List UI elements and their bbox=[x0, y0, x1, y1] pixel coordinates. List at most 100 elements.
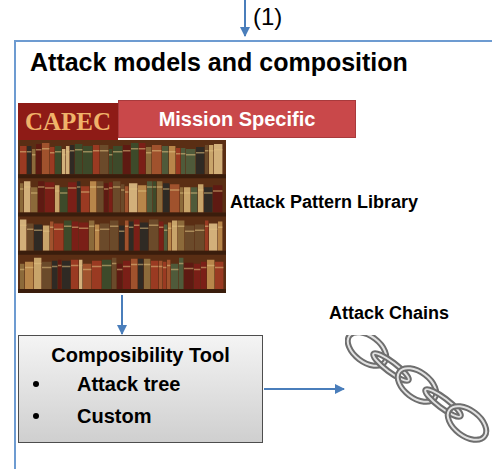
bullet-dot bbox=[33, 381, 39, 387]
book-band bbox=[146, 152, 151, 154]
book-band bbox=[50, 227, 53, 229]
book-spine bbox=[34, 258, 41, 289]
book-spine bbox=[205, 145, 208, 174]
book-band bbox=[209, 150, 213, 152]
book-band bbox=[68, 187, 76, 189]
book-band bbox=[178, 226, 184, 228]
book-spine bbox=[172, 221, 177, 251]
library-label: Attack Pattern Library bbox=[230, 192, 418, 213]
book-spine bbox=[20, 220, 26, 251]
book-band bbox=[58, 265, 61, 267]
book-spine bbox=[52, 261, 57, 289]
bullet-text: Custom bbox=[77, 405, 151, 428]
book-spine bbox=[20, 264, 24, 289]
book-band bbox=[90, 186, 96, 188]
book-band bbox=[109, 154, 112, 156]
book-band bbox=[138, 264, 143, 266]
book-spine bbox=[152, 145, 161, 174]
book-band bbox=[185, 231, 194, 233]
book-band bbox=[134, 225, 139, 227]
book-band bbox=[191, 192, 197, 194]
book-band bbox=[131, 264, 137, 266]
book-spine bbox=[79, 223, 88, 251]
book-band bbox=[97, 186, 103, 188]
book-spine bbox=[170, 184, 179, 212]
book-band bbox=[42, 148, 49, 150]
connector-arrow bbox=[264, 388, 344, 390]
book-spine bbox=[83, 146, 92, 174]
book-spine bbox=[42, 262, 51, 289]
book-spine bbox=[27, 146, 31, 174]
book-band bbox=[62, 154, 65, 156]
book-spine bbox=[92, 261, 101, 289]
book-spine bbox=[68, 182, 76, 212]
connector-arrow bbox=[121, 295, 123, 334]
book-spine bbox=[201, 262, 206, 289]
book-spine bbox=[131, 259, 137, 289]
book-band bbox=[169, 151, 175, 153]
book-band bbox=[159, 227, 163, 229]
container-node: Attack models and compositionCAPECMissio… bbox=[14, 40, 492, 469]
book-band bbox=[104, 188, 108, 190]
book-spine bbox=[167, 260, 170, 289]
book-spine bbox=[157, 181, 162, 212]
book-band bbox=[147, 186, 152, 188]
book-band bbox=[117, 269, 122, 271]
book-band bbox=[20, 269, 24, 271]
book-spine bbox=[43, 226, 49, 251]
book-spine bbox=[140, 223, 148, 251]
book-spine bbox=[209, 224, 217, 251]
chains-label: Attack Chains bbox=[329, 303, 449, 324]
panel-title: Attack models and composition bbox=[30, 48, 408, 77]
book-spine bbox=[181, 148, 185, 174]
book-band bbox=[157, 186, 162, 188]
book-spine bbox=[117, 264, 122, 289]
book-band bbox=[159, 266, 162, 268]
book-band bbox=[66, 151, 69, 153]
book-band bbox=[205, 150, 208, 152]
book-band bbox=[92, 266, 101, 268]
book-spine bbox=[162, 146, 168, 174]
book-band bbox=[205, 226, 208, 228]
book-band bbox=[77, 186, 80, 188]
book-band bbox=[149, 225, 158, 227]
book-band bbox=[194, 269, 200, 271]
book-spine bbox=[207, 260, 214, 289]
book-spine bbox=[121, 184, 124, 212]
book-band bbox=[123, 266, 130, 268]
book-band bbox=[121, 189, 124, 191]
book-band bbox=[45, 187, 54, 189]
book-band bbox=[184, 192, 190, 194]
tool-heading: Composibility Tool bbox=[29, 342, 252, 368]
book-spine bbox=[204, 187, 212, 212]
book-band bbox=[215, 267, 223, 269]
bullet-row: Attack tree bbox=[29, 368, 252, 400]
book-spine bbox=[50, 147, 54, 174]
bookshelf-picture bbox=[18, 140, 226, 293]
book-band bbox=[70, 150, 74, 152]
book-band bbox=[213, 190, 222, 192]
book-band bbox=[79, 265, 82, 267]
book-band bbox=[180, 192, 183, 194]
chain-picture bbox=[345, 335, 490, 445]
book-spine bbox=[112, 258, 116, 289]
book-spine bbox=[215, 262, 223, 289]
book-spine bbox=[129, 183, 137, 212]
book-spine bbox=[100, 145, 108, 174]
bullet-text: Attack tree bbox=[77, 373, 180, 396]
book-band bbox=[151, 266, 158, 268]
book-band bbox=[164, 230, 167, 232]
book-band bbox=[198, 189, 203, 191]
book-band bbox=[43, 231, 49, 233]
book-band bbox=[25, 267, 33, 269]
book-spine bbox=[138, 185, 146, 212]
book-band bbox=[129, 227, 133, 229]
chains-node: Attack Chains bbox=[345, 335, 490, 445]
book-spine bbox=[151, 261, 158, 289]
book-spine bbox=[168, 223, 171, 251]
book-band bbox=[119, 231, 124, 233]
book-spine bbox=[184, 263, 193, 289]
book-band bbox=[20, 225, 26, 227]
book-spine bbox=[42, 143, 49, 174]
shelf-board bbox=[18, 289, 226, 293]
